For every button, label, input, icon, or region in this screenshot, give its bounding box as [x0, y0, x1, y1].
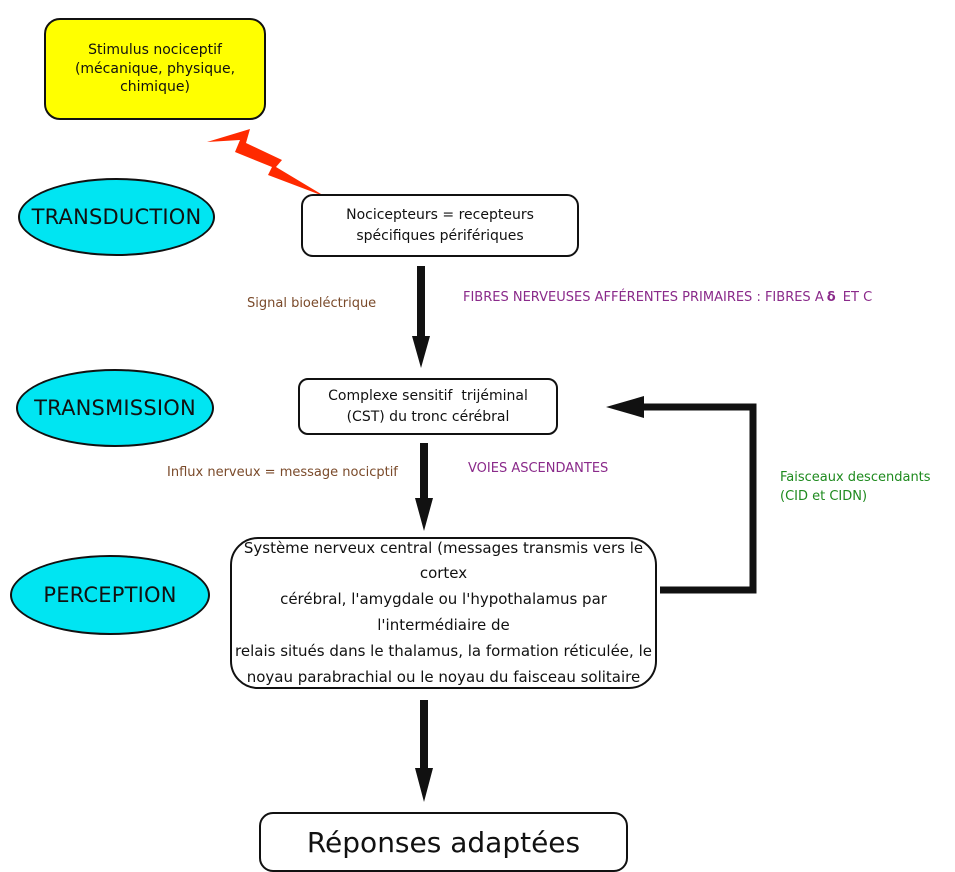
influx-label: Influx nerveux = message nocicptif — [167, 465, 398, 480]
stage-perception: PERCEPTION — [10, 555, 210, 635]
cns-line-2: cérébral, l'amygdale ou l'hypothalamus p… — [280, 590, 607, 634]
fibres-label: FIBRES NERVEUSES AFFÉRENTES PRIMAIRES : … — [463, 290, 872, 305]
cns-line-3: relais situés dans le thalamus, la forma… — [235, 641, 652, 660]
nociceptors-box: Nocicepteurs = recepteurs spécifiques pé… — [301, 194, 579, 257]
responses-label: Réponses adaptées — [306, 825, 581, 859]
cst-line-2: (CST) du tronc cérébral — [346, 408, 510, 425]
voies-ascendantes-label: VOIES ASCENDANTES — [468, 461, 609, 476]
stage-transduction: TRANSDUCTION — [18, 178, 215, 256]
arrow-nociceptors-to-cst — [412, 266, 430, 368]
nociceptors-line-1: Nocicepteurs = recepteurs — [346, 206, 534, 223]
fibres-label-main: FIBRES NERVEUSES AFFÉRENTES PRIMAIRES : … — [463, 290, 824, 305]
stimulus-line-3: chimique) — [120, 79, 190, 96]
arrow-cns-to-responses — [415, 700, 433, 802]
nociceptors-line-2: spécifiques périfériques — [356, 227, 524, 244]
stimulus-line-1: Stimulus nociceptif — [88, 42, 222, 59]
cns-line-4: noyau parabrachial ou le noyau du faisce… — [246, 667, 641, 686]
signal-label: Signal bioeléctrique — [247, 296, 377, 311]
descending-feedback-arrow — [606, 396, 757, 594]
fibres-label-delta: δ — [826, 290, 836, 305]
faisceaux-label: Faisceaux descendants (CID et CIDN) — [780, 469, 931, 507]
faisceaux-line-2: (CID et CIDN) — [780, 488, 868, 504]
cns-box: Système nerveux central (messages transm… — [230, 537, 657, 689]
cst-box: Complexe sensitif trijéminal (CST) du tr… — [298, 378, 558, 435]
cns-line-1: Système nerveux central (messages transm… — [243, 538, 644, 583]
arrow-cst-to-cns — [415, 443, 433, 531]
stage-transmission-label: TRANSMISSION — [34, 396, 196, 420]
stage-transduction-label: TRANSDUCTION — [31, 205, 202, 229]
stage-perception-label: PERCEPTION — [43, 583, 177, 607]
stimulus-line-2: (mécanique, physique, — [74, 60, 236, 77]
fibres-label-end: ET C — [838, 290, 873, 305]
stage-transmission: TRANSMISSION — [16, 369, 214, 447]
faisceaux-line-1: Faisceaux descendants — [780, 470, 931, 485]
lightning-bolt — [207, 129, 326, 197]
stimulus-box: Stimulus nociceptif (mécanique, physique… — [44, 18, 266, 120]
responses-box: Réponses adaptées — [259, 812, 628, 872]
cst-line-1: Complexe sensitif trijéminal — [328, 388, 528, 405]
